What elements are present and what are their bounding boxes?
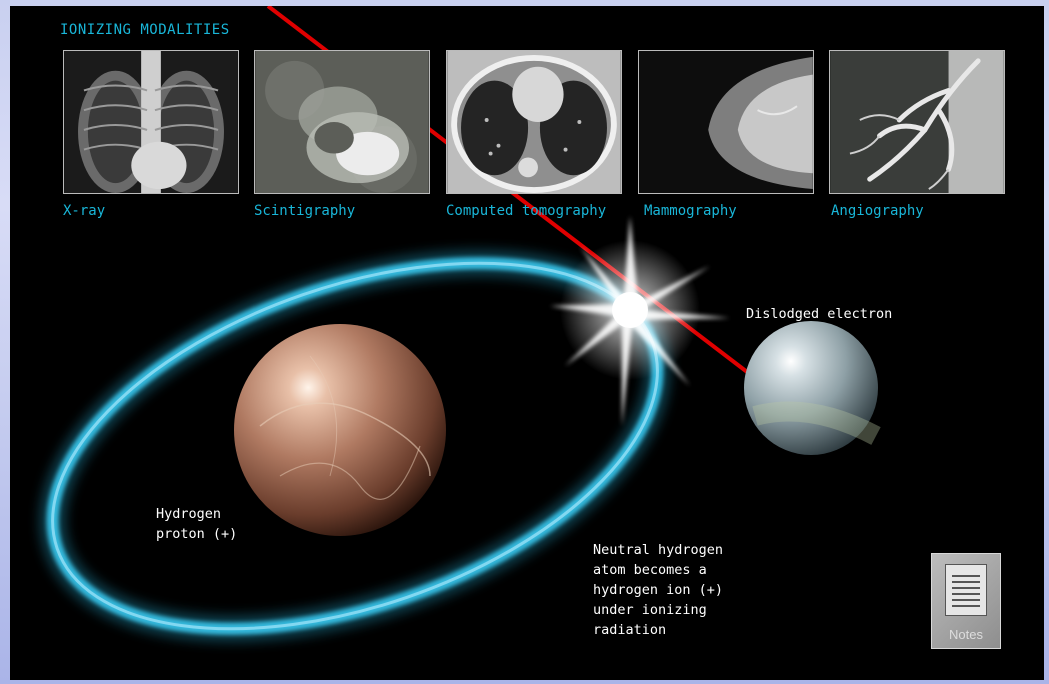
proton-label: Hydrogen proton (+): [156, 504, 237, 544]
ionization-caption: Neutral hydrogen atom becomes a hydrogen…: [593, 540, 723, 640]
ct-thumbnail[interactable]: [446, 50, 622, 194]
caption-xray[interactable]: X-ray: [63, 203, 105, 219]
caption-mammography[interactable]: Mammography: [644, 203, 737, 219]
mammogram-icon: [639, 51, 813, 193]
scintigraphy-thumbnail[interactable]: [254, 50, 430, 194]
hydrogen-proton: [234, 324, 446, 536]
caption-scintigraphy[interactable]: Scintigraphy: [254, 203, 355, 219]
electron-label: Dislodged electron: [746, 304, 892, 324]
caption-angiography[interactable]: Angiography: [831, 203, 924, 219]
ct-chest-slice-icon: [447, 51, 621, 193]
notes-document-icon: [945, 564, 987, 616]
scintigraphy-heart-icon: [255, 51, 429, 193]
notes-button[interactable]: Notes: [931, 553, 1001, 649]
caption-computed-tomography[interactable]: Computed tomography: [446, 203, 606, 219]
angiography-thumbnail[interactable]: [829, 50, 1005, 194]
notes-button-label: Notes: [932, 627, 1000, 642]
dislodged-electron: [744, 321, 878, 455]
diagram-stage: IONIZING MODALITIES: [10, 6, 1044, 680]
xray-thumbnail[interactable]: [63, 50, 239, 194]
section-title: IONIZING MODALITIES: [60, 22, 230, 38]
mammography-thumbnail[interactable]: [638, 50, 814, 194]
chest-xray-icon: [64, 51, 238, 193]
angiogram-vessels-icon: [830, 51, 1004, 193]
ionization-flash: [550, 216, 730, 426]
